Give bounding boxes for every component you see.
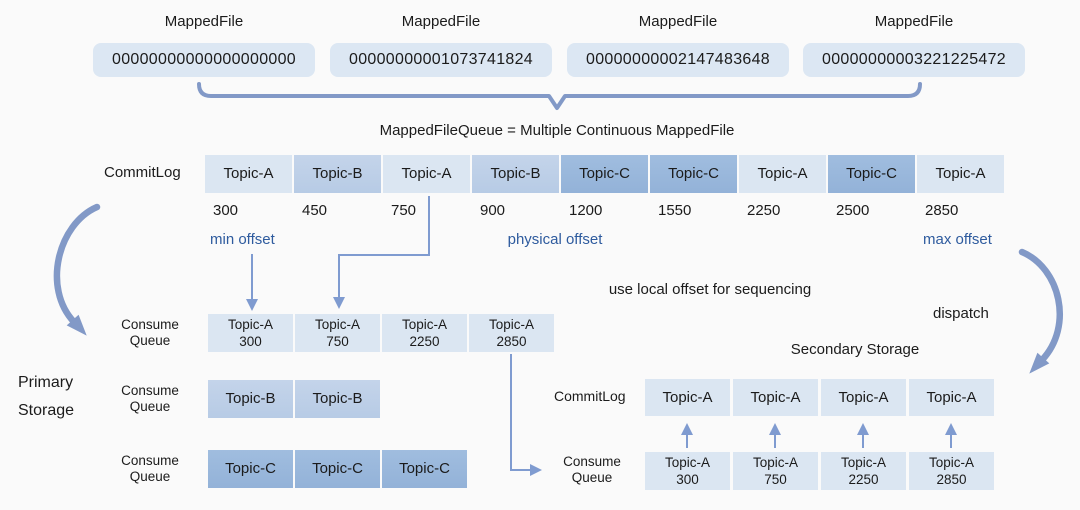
primary-storage-label: Primary Storage xyxy=(18,374,75,419)
mappedfile-title: MappedFile xyxy=(164,13,244,30)
commitlog-label: CommitLog xyxy=(104,164,181,181)
consume-cell-topic: Topic-A xyxy=(840,455,886,470)
commitlog-segment: Topic-B xyxy=(294,155,381,193)
consume-queue-label: Consume Queue xyxy=(121,317,179,348)
max-offset-label: max offset xyxy=(923,231,992,248)
upward-arrow xyxy=(769,423,781,448)
consume-cell-offset: 2250 xyxy=(409,334,440,349)
commitlog-segment: Topic-A xyxy=(917,155,1004,193)
consume-cell: Topic-A 300 xyxy=(208,314,293,352)
mappedfile-title: MappedFile xyxy=(401,13,481,30)
consume-cell: Topic-A 750 xyxy=(295,314,380,352)
physical-offset-value: 2850 xyxy=(925,202,959,219)
consume-cell-topic: Topic-A xyxy=(928,455,974,470)
upward-arrow xyxy=(857,423,869,448)
physical-offset-value: 1550 xyxy=(658,202,692,219)
consume-cell-offset: 2850 xyxy=(936,472,967,487)
mappedfile-title: MappedFile xyxy=(638,13,718,30)
secondary-commitlog-cell: Topic-A xyxy=(821,379,906,416)
commitlog-curve-arrow xyxy=(53,203,101,336)
consume-queue-label: Consume Queue xyxy=(121,453,179,484)
commitlog-segment: Topic-A xyxy=(739,155,826,193)
commitlog-segment: Topic-C xyxy=(828,155,915,193)
consume-cell-topic: Topic-A xyxy=(227,317,273,332)
secondary-consume-cell: Topic-A 2850 xyxy=(909,452,994,490)
min-offset-label: min offset xyxy=(210,231,275,248)
secondary-commitlog-cell: Topic-A xyxy=(645,379,730,416)
commitlog-segment: Topic-A xyxy=(205,155,292,193)
secondary-consume-cell: Topic-A 750 xyxy=(733,452,818,490)
mappedfile-title: MappedFile xyxy=(874,13,954,30)
secondary-storage-title: Secondary Storage xyxy=(790,341,920,358)
upward-arrow xyxy=(945,423,957,448)
secondary-consume-cell: Topic-A 300 xyxy=(645,452,730,490)
secondary-commitlog-cell: Topic-A xyxy=(733,379,818,416)
dispatch-label: dispatch xyxy=(933,305,989,322)
consume-cell-topic: Topic-A xyxy=(752,455,798,470)
commitlog-segment: Topic-C xyxy=(650,155,737,193)
physical-offset-value: 1200 xyxy=(569,202,603,219)
sequencing-note: use local offset for sequencing xyxy=(608,281,812,298)
mappedfile-box: 00000000003221225472 xyxy=(803,43,1025,77)
consume-cell-offset: 750 xyxy=(764,472,787,487)
consume-cell: Topic-A 2850 xyxy=(469,314,554,352)
consume-cell-offset: 2850 xyxy=(496,334,527,349)
consume-cell: Topic-B xyxy=(295,380,380,418)
consume-cell-offset: 2250 xyxy=(848,472,879,487)
mappedfile-box: 00000000002147483648 xyxy=(567,43,789,77)
consume-cell-offset: 300 xyxy=(239,334,262,349)
physical-offset-value: 450 xyxy=(302,202,328,219)
secondary-commitlog-label: CommitLog xyxy=(554,388,626,404)
consume-cell-topic: Topic-A xyxy=(664,455,710,470)
physical-offset-value: 750 xyxy=(391,202,417,219)
dispatch-curve-arrow xyxy=(1018,248,1064,374)
physical-offset-value: 2250 xyxy=(747,202,781,219)
brace xyxy=(197,82,922,110)
consume-to-secondary-elbow-arrow xyxy=(510,354,542,476)
mappedfile-box: 00000000001073741824 xyxy=(330,43,552,77)
physical-offset-value: 900 xyxy=(480,202,506,219)
consume-cell: Topic-C xyxy=(382,450,467,488)
commitlog-segment: Topic-A xyxy=(383,155,470,193)
consume-cell-topic: Topic-A xyxy=(314,317,360,332)
consume-cell-offset: 750 xyxy=(326,334,349,349)
secondary-commitlog-cell: Topic-A xyxy=(909,379,994,416)
physical-offset-value: 300 xyxy=(213,202,239,219)
mappedfilequeue-caption: MappedFileQueue = Multiple Continuous Ma… xyxy=(379,122,735,139)
upward-arrow xyxy=(681,423,693,448)
physical-offset-value: 2500 xyxy=(836,202,870,219)
consume-cell-topic: Topic-A xyxy=(401,317,447,332)
consume-cell: Topic-C xyxy=(208,450,293,488)
mappedfile-box: 00000000000000000000 xyxy=(93,43,315,77)
commitlog-segment: Topic-C xyxy=(561,155,648,193)
secondary-consume-queue-label: Consume Queue xyxy=(563,454,621,485)
commitlog-segment: Topic-B xyxy=(472,155,559,193)
secondary-consume-cell: Topic-A 2250 xyxy=(821,452,906,490)
consume-cell: Topic-B xyxy=(208,380,293,418)
consume-cell: Topic-A 2250 xyxy=(382,314,467,352)
consume-cell: Topic-C xyxy=(295,450,380,488)
consume-queue-label: Consume Queue xyxy=(121,383,179,414)
physical-offset-label: physical offset xyxy=(507,231,603,248)
consume-cell-topic: Topic-A xyxy=(488,317,534,332)
consume-cell-offset: 300 xyxy=(676,472,699,487)
min-offset-arrow xyxy=(246,254,258,311)
